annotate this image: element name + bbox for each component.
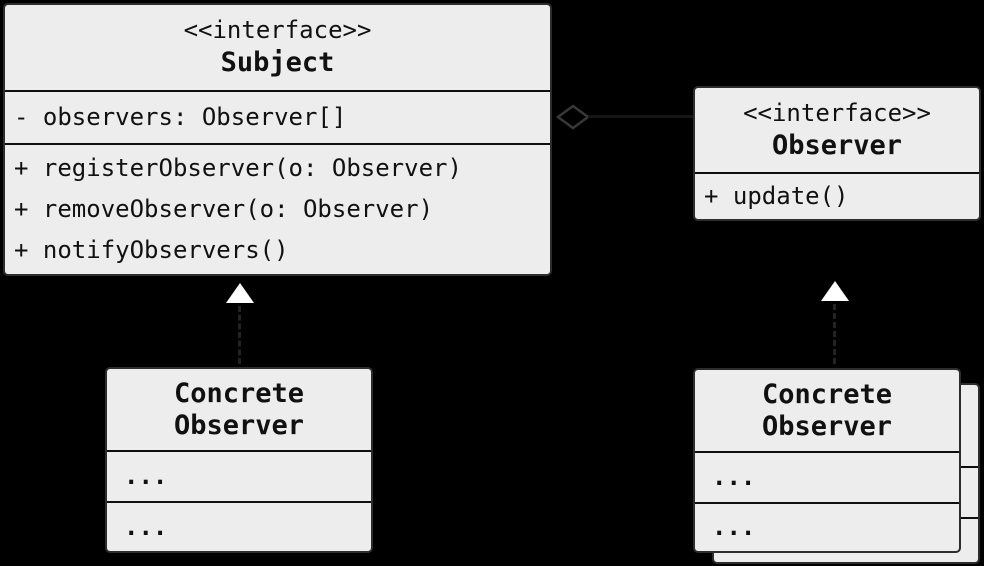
concrete-right-methods-section: ... <box>695 502 959 551</box>
concrete-left-methods-section: ... <box>107 501 371 551</box>
realization-arrowhead-right-icon <box>821 281 849 301</box>
concrete-right-method: ... <box>712 513 756 541</box>
concrete-right-name-line2: Observer <box>761 410 893 442</box>
concrete-left-attributes-section: ... <box>107 450 371 501</box>
realization-arrowhead-left-icon <box>226 283 254 303</box>
concrete-right-header: Concrete Observer <box>695 370 959 451</box>
concrete-right-name-line1: Concrete <box>761 378 893 410</box>
realization-dashed-line-right <box>833 304 836 364</box>
observer-stereotype: <<interface>> <box>743 98 931 127</box>
aggregation-diamond-icon <box>555 104 591 134</box>
aggregation-line <box>588 115 693 118</box>
subject-method: + notifyObservers() <box>14 236 289 264</box>
observer-method: + update() <box>704 182 849 210</box>
observer-class-name: Observer <box>771 129 903 161</box>
concrete-left-method: ... <box>124 512 168 541</box>
concrete-observer-left-box: Concrete Observer ... ... <box>105 367 373 553</box>
subject-attribute: - observers: Observer[] <box>14 103 347 131</box>
subject-method: + removeObserver(o: Observer) <box>14 195 434 223</box>
subject-class-box: <<interface>> Subject - observers: Obser… <box>3 3 552 276</box>
realization-dashed-line-left <box>238 306 241 364</box>
concrete-left-name-line2: Observer <box>173 409 305 441</box>
subject-stereotype: <<interface>> <box>183 16 372 44</box>
concrete-right-attribute: ... <box>712 463 756 491</box>
concrete-left-attribute: ... <box>124 462 168 490</box>
subject-header: <<interface>> Subject <box>5 5 550 90</box>
observer-header: <<interface>> Observer <box>695 88 979 172</box>
concrete-left-name-line1: Concrete <box>173 377 305 409</box>
observer-methods-section: + update() <box>695 172 979 219</box>
subject-class-name: Subject <box>220 47 335 78</box>
concrete-left-header: Concrete Observer <box>107 369 371 450</box>
subject-attributes-section: - observers: Observer[] <box>5 90 550 143</box>
concrete-observer-right-box: Concrete Observer ... ... <box>693 368 961 553</box>
observer-class-box: <<interface>> Observer + update() <box>693 86 981 221</box>
subject-method: + registerObserver(o: Observer) <box>14 154 462 182</box>
concrete-right-attributes-section: ... <box>695 451 959 502</box>
subject-methods-section: + registerObserver(o: Observer) + remove… <box>5 143 550 274</box>
